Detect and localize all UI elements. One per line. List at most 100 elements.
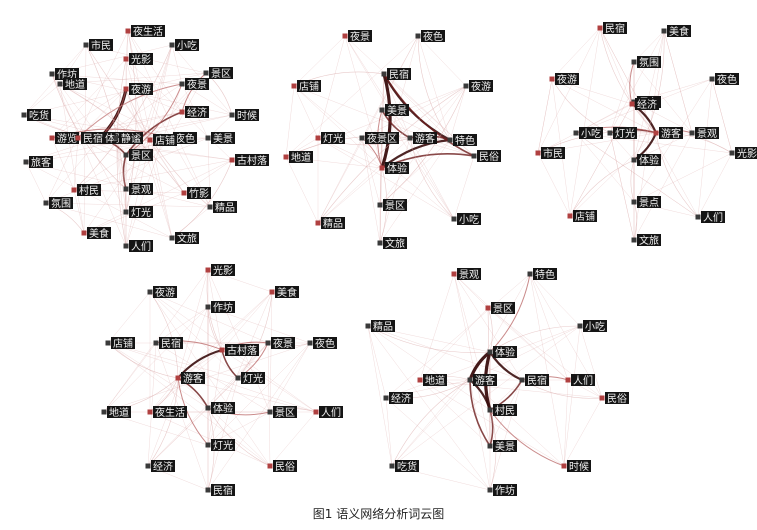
background-edge	[107, 342, 271, 467]
node-经济: 经济	[383, 392, 413, 405]
background-edge	[285, 35, 419, 158]
node-label: 游览	[57, 132, 77, 145]
node-民俗: 民俗	[599, 392, 629, 405]
node-label: 游客	[183, 372, 203, 385]
node-label: 体验	[387, 162, 407, 175]
node-marker	[689, 130, 695, 136]
edge-店铺-体验	[569, 159, 635, 217]
node-marker	[147, 137, 153, 143]
background-edge	[487, 307, 569, 381]
node-景区: 景区	[123, 149, 153, 162]
node-旅客: 旅客	[23, 156, 53, 169]
node-label-bg	[273, 406, 297, 418]
node-label: 人们	[131, 240, 151, 253]
node-作坊: 作坊	[487, 484, 517, 497]
node-marker	[549, 76, 555, 82]
node-marker	[205, 405, 211, 411]
edge-景区-体验	[487, 307, 493, 353]
background-edge	[85, 44, 151, 141]
node-label-bg	[235, 109, 259, 121]
node-吃货: 吃货	[389, 460, 419, 473]
node-精品: 精品	[365, 320, 395, 333]
background-edge	[344, 35, 455, 220]
background-edge	[453, 273, 491, 447]
node-marker	[631, 237, 637, 243]
edge-小吃-村民	[73, 44, 173, 191]
background-edge	[171, 44, 183, 85]
node-地道: 地道	[57, 78, 87, 91]
background-edge	[361, 35, 419, 139]
background-edge	[269, 411, 317, 467]
node-marker	[315, 135, 321, 141]
node-marker	[219, 347, 225, 353]
background-edge	[663, 30, 693, 134]
node-label-bg	[273, 460, 297, 472]
edge-景区-夜游	[379, 85, 467, 206]
node-村民: 村民	[71, 184, 101, 197]
node-label-bg	[493, 484, 517, 496]
node-label: 景区	[275, 407, 295, 419]
figure-caption: 图1 语义网络分析词云图	[312, 507, 445, 521]
node-label-bg	[571, 374, 595, 386]
node-marker	[661, 28, 667, 34]
node-体验: 体验	[205, 402, 235, 415]
background-edge	[379, 139, 451, 206]
node-label-bg	[457, 268, 481, 280]
node-label: 人们	[321, 406, 341, 419]
background-edge	[569, 27, 601, 217]
node-marker	[631, 59, 637, 65]
node-label-bg	[153, 286, 177, 298]
node-marker	[23, 159, 29, 165]
node-label: 灯光	[615, 127, 635, 140]
node-marker	[389, 463, 395, 469]
node-marker	[565, 377, 571, 383]
node-label: 夜游	[155, 286, 175, 299]
node-市民: 市民	[83, 39, 113, 52]
node-label-bg	[185, 78, 209, 90]
edge-景区-经济	[181, 72, 207, 113]
background-edge	[367, 325, 491, 491]
node-label-bg	[129, 240, 153, 252]
node-美食: 美食	[661, 25, 691, 38]
background-edge	[207, 342, 311, 446]
node-label: 夜景	[187, 78, 207, 91]
node-游客: 游客	[467, 374, 497, 387]
node-label: 竹影	[189, 187, 209, 200]
node-人们: 人们	[695, 211, 725, 224]
node-marker	[145, 463, 151, 469]
node-marker	[123, 56, 129, 62]
node-label-bg	[695, 127, 719, 139]
node-label-bg	[603, 22, 627, 34]
background-edge	[569, 103, 633, 217]
node-景观: 景观	[123, 183, 153, 196]
background-edge	[293, 85, 319, 139]
background-edge	[417, 35, 451, 141]
node-label-bg	[271, 337, 295, 349]
background-edge	[51, 137, 75, 191]
node-静谧: 静谧	[113, 132, 143, 145]
node-label: 民宿	[213, 484, 233, 497]
node-地道: 地道	[101, 406, 131, 419]
node-label: 店铺	[113, 337, 133, 350]
edge-精品-体验	[367, 325, 491, 353]
node-label: 作坊	[213, 301, 233, 314]
node-label-bg	[469, 80, 493, 92]
node-经济: 经济	[179, 106, 209, 119]
node-label-bg	[635, 98, 659, 110]
background-edge	[419, 307, 489, 381]
background-edge	[417, 35, 467, 87]
node-民俗: 民俗	[267, 460, 297, 473]
background-edge	[344, 35, 411, 139]
node-label-bg	[319, 406, 343, 418]
node-经济: 经济	[145, 460, 175, 473]
edge-吃货-游客	[391, 379, 471, 467]
node-marker	[577, 323, 583, 329]
node-marker	[147, 289, 153, 295]
node-marker	[179, 81, 185, 87]
node-小吃: 小吃	[573, 127, 603, 140]
network-panel-5: 景观特色精品景区小吃体验地道游客民宿人们经济村民民俗吃货美景时候作坊	[365, 268, 629, 497]
node-label-bg	[365, 132, 399, 144]
node-marker	[315, 220, 321, 226]
node-label: 氛围	[639, 56, 659, 69]
node-label: 吃货	[29, 109, 49, 122]
